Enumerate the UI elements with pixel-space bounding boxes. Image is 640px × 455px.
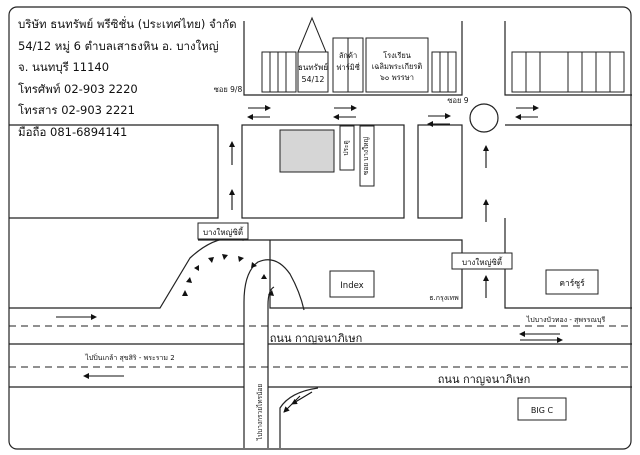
- company-name: บริษัท ธนทรัพย์ พรีซิชั่น (ประเทศไทย) จำ…: [18, 17, 237, 31]
- label-school-2: เฉลิมพระเกียรติ: [372, 62, 423, 71]
- label-company-number: 54/12: [301, 75, 324, 84]
- lane-lines: [9, 325, 632, 368]
- label-direction-right: ไปบางบัวทอง - สุพรรณบุรี: [526, 315, 606, 324]
- block-mid-left: [9, 124, 219, 219]
- index-box: [329, 270, 375, 298]
- label-pharmacy-2: ฟาร์มิซี่: [336, 62, 360, 72]
- street-blocks: [9, 21, 632, 448]
- shop-box: [359, 125, 375, 187]
- label-bigc: BIG C: [531, 406, 554, 415]
- label-school-3: ๖๐ พรรษา: [380, 73, 414, 82]
- label-shop-vertical: ซอย บางใหญ่: [362, 136, 370, 175]
- arrow-ramp-2: [291, 391, 313, 405]
- label-road-upper: ถนน กาญจนาภิเษก: [270, 332, 362, 345]
- carpark-box: [545, 269, 599, 295]
- label-carpark: คาร์ซูร์: [559, 278, 585, 289]
- roundabout: [469, 103, 499, 133]
- label-direction-down: ไปบางกรวยไทรน้อย: [256, 384, 264, 442]
- label-index: Index: [340, 281, 363, 291]
- label-road-lower: ถนน กาญจนาภิเษก: [438, 373, 530, 386]
- company-block-buildings: [261, 16, 625, 93]
- label-bank: ธ.กรุงเทพ: [429, 294, 459, 302]
- flyover-arrow-3: [194, 265, 199, 271]
- flyover-arrow-7: [251, 262, 257, 268]
- flyover-loop: [243, 259, 305, 448]
- mobile-number: มือถือ 081-6894141: [18, 124, 128, 139]
- flyover-arrow-4: [208, 257, 214, 263]
- company-roof: [297, 16, 327, 53]
- building-left: [261, 51, 297, 93]
- block-mid-narrow: [417, 124, 463, 219]
- company-address-block: บริษัท ธนทรัพย์ พรีซิชั่น (ประเทศไทย) จำ…: [18, 14, 237, 143]
- block-lower-center: [242, 239, 463, 309]
- flyover-arrows: [182, 254, 274, 296]
- school-building: [365, 37, 429, 93]
- fax-number: โทรสาร 02-903 2221: [18, 103, 135, 117]
- flyover-arrow-9: [268, 290, 274, 296]
- building-right: [431, 51, 457, 93]
- bus-stop-left-box: [197, 222, 249, 240]
- exit-ramp: [279, 387, 319, 448]
- phone-number: โทรศัพท์ 02-903 2220: [18, 81, 138, 96]
- label-company-building: ธนทรัพย์: [298, 62, 328, 72]
- address-line-1: 54/12 หมู่ 6 ตำบลเสาธงหิน อ. บางใหญ่: [18, 38, 219, 53]
- company-building: [297, 51, 329, 93]
- block-lower-right: [504, 218, 632, 309]
- flyover-arrow-5: [222, 254, 228, 260]
- traffic-arrows: [56, 105, 563, 413]
- label-gate-vertical: ประตู: [342, 140, 350, 155]
- flyover-arrow-6: [238, 256, 244, 262]
- bus-stop-right-box: [451, 252, 513, 270]
- label-direction-left: ไปปิ่นเกล้า สุขสิริ - พระราม 2: [84, 353, 174, 362]
- gate-box: [339, 125, 355, 171]
- map-frame: [8, 6, 632, 450]
- label-bus-stop-right: บางใหญ่ซิตี้: [462, 256, 503, 267]
- grey-building: [279, 129, 335, 173]
- block-lower-left: [9, 237, 245, 309]
- flyover-arrow-2: [186, 277, 192, 283]
- label-bus-stop-left: บางใหญ่ซิตี้: [203, 226, 244, 237]
- label-soi-left: ซอย 9/8: [214, 85, 243, 94]
- label-pharmacy-1: ลักค้า: [339, 51, 357, 60]
- flyover-arrow-8: [261, 274, 267, 279]
- label-school-1: โรงเรียน: [383, 51, 411, 60]
- address-line-2: จ. นนทบุรี 11140: [18, 60, 110, 74]
- label-soi-right: ซอย 9: [447, 96, 468, 105]
- block-company: [243, 21, 463, 96]
- flyover-arrow-1: [182, 290, 188, 296]
- map-text-labels: ธนทรัพย์ 54/12 ลักค้า ฟาร์มิซี่ โรงเรียน…: [84, 51, 605, 441]
- block-top-right: [504, 21, 632, 96]
- block-mid-center: [241, 124, 405, 219]
- bigc-box: [517, 397, 567, 421]
